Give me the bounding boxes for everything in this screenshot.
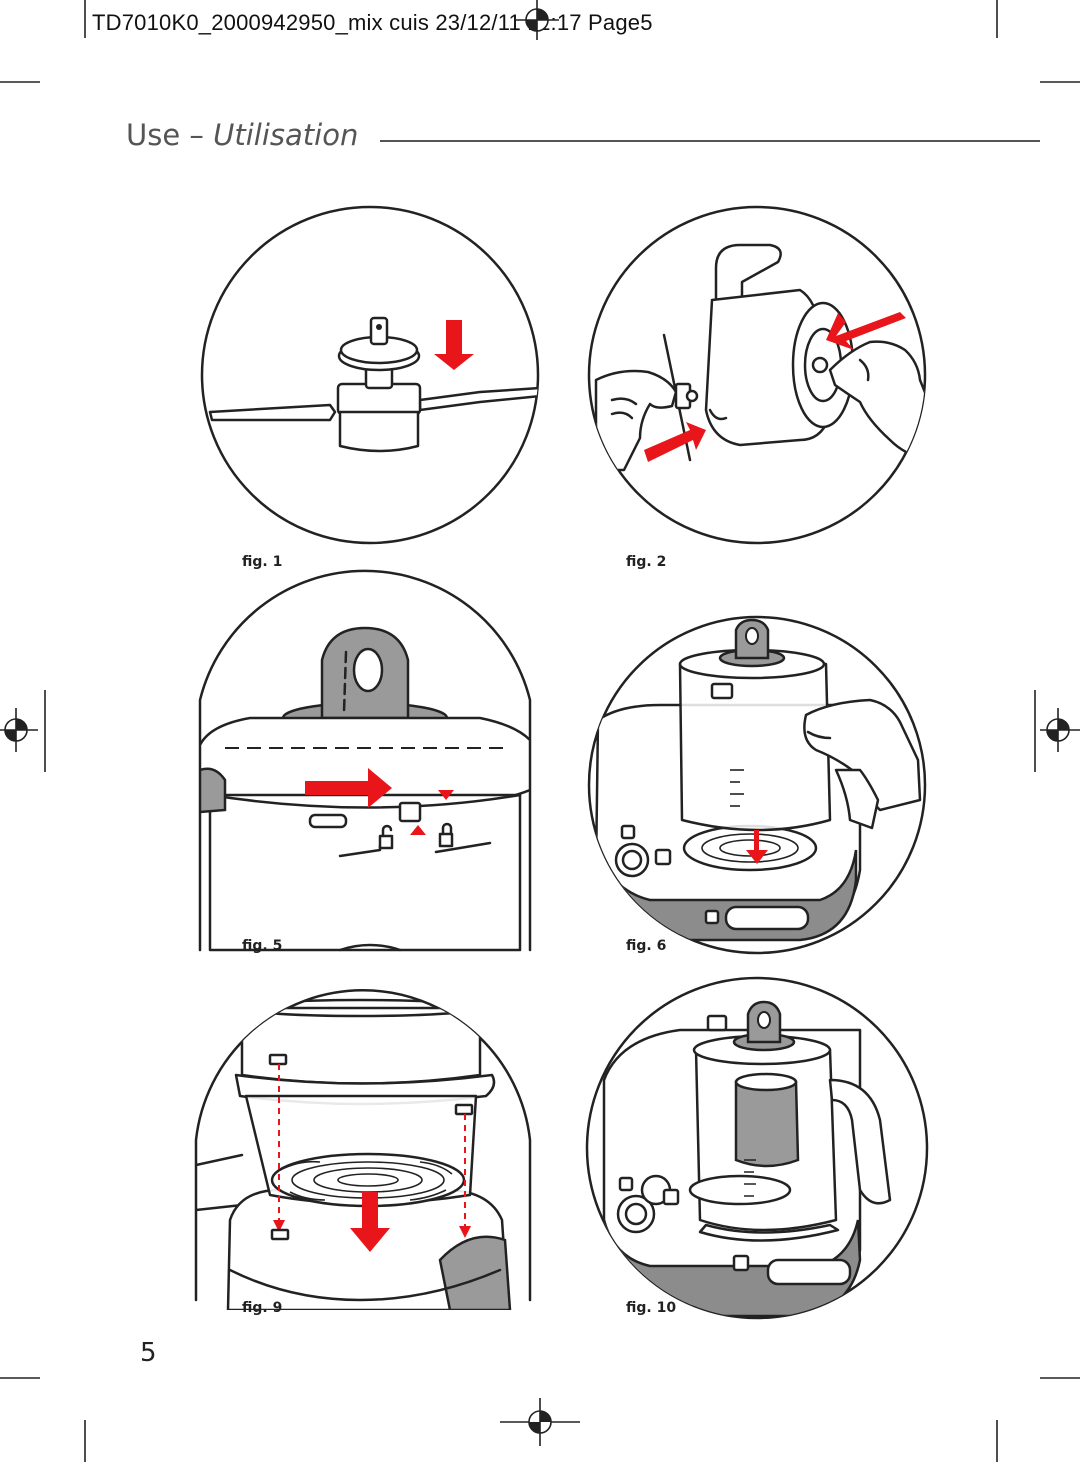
section-title-english: Use – <box>126 118 214 152</box>
figure-6-illustration <box>587 615 927 955</box>
section-title-french: Utilisation <box>213 118 359 152</box>
figure-1-illustration <box>200 205 540 545</box>
title-rule <box>380 140 1040 142</box>
figure-label-5: fig. 5 <box>242 938 283 954</box>
figure-10-illustration <box>585 976 929 1320</box>
figure-2-illustration <box>587 205 927 545</box>
figure-label-10: fig. 10 <box>626 1300 677 1316</box>
figure-label-9: fig. 9 <box>242 1300 283 1316</box>
print-slug: TD7010K0_2000942950_mix cuis 23/12/11 11… <box>92 10 653 35</box>
page-number: 5 <box>140 1338 157 1368</box>
figure-label-2: fig. 2 <box>626 554 667 570</box>
section-title: Use – Utilisation <box>126 118 358 152</box>
figure-5-illustration <box>198 569 532 952</box>
registration-target-top <box>515 0 559 40</box>
figure-label-1: fig. 1 <box>242 554 283 570</box>
registration-target-bottom <box>528 1398 552 1446</box>
figure-9-illustration <box>194 989 532 1310</box>
registration-target-right <box>1040 708 1080 752</box>
registration-target-left <box>0 708 38 752</box>
figure-label-6: fig. 6 <box>626 938 667 954</box>
